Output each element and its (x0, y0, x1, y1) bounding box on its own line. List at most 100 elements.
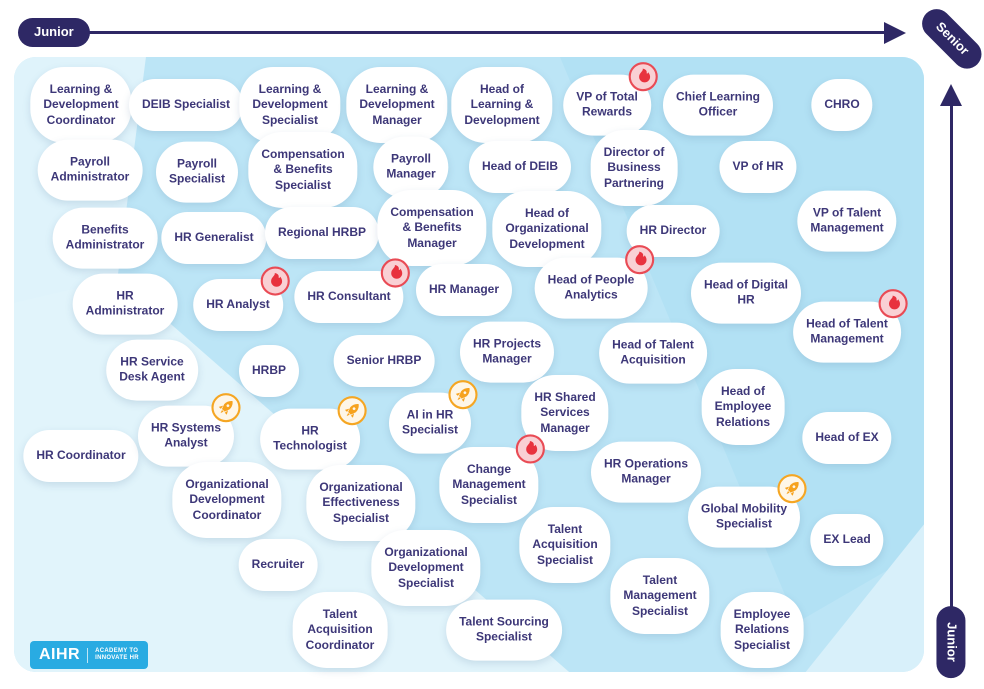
role-label: HR Projects Manager (472, 336, 542, 366)
role-pill: Head of People Analytics (534, 245, 654, 319)
role-pill: Regional HRBP (264, 207, 380, 259)
role-label: Talent Management Specialist (623, 572, 697, 618)
role-pill: Recruiter (238, 539, 318, 591)
role-label: Head of Talent Acquisition (612, 337, 694, 367)
role-label: Head of Employee Relations (714, 383, 772, 429)
role-label: HR Service Desk Agent (119, 354, 185, 384)
role-label: Compensation & Benefits Manager (390, 204, 474, 250)
role-pill: Change Management Specialist (439, 434, 546, 524)
role-pill: HR Generalist (161, 212, 267, 264)
role-label: AI in HR Specialist (401, 407, 459, 437)
role-label: HR Coordinator (36, 448, 126, 463)
role-pill: Head of Talent Acquisition (599, 322, 707, 384)
role-label: Head of EX (815, 430, 879, 445)
role-label: HR Generalist (174, 230, 254, 245)
role-pill: Benefits Administrator (52, 207, 158, 269)
role-label: HR Technologist (273, 423, 347, 453)
role-label: Head of Digital HR (703, 277, 789, 307)
role-label: Organizational Development Coordinator (185, 476, 269, 522)
rocket-icon (211, 393, 241, 423)
role-label: EX Lead (823, 532, 871, 547)
role-label: Global Mobility Specialist (701, 501, 787, 531)
role-pill: EX Lead (810, 514, 884, 566)
junior-badge-top-left: Junior (18, 18, 90, 47)
fire-icon (624, 245, 654, 275)
fire-icon (516, 434, 546, 464)
rocket-icon (337, 396, 367, 426)
role-pill: DEIB Specialist (128, 79, 244, 131)
role-pill: HR Projects Manager (459, 321, 555, 383)
role-label: HR Director (639, 223, 707, 238)
role-pill: HR Service Desk Agent (106, 339, 198, 401)
role-label: HRBP (251, 363, 287, 378)
role-pill: HR Analyst (193, 266, 290, 331)
role-pill: Organizational Development Specialist (371, 529, 481, 607)
role-pill: HR Technologist (260, 396, 367, 470)
axis-line-vertical (950, 103, 953, 613)
role-pill: HR Administrator (72, 273, 178, 335)
role-label: Learning & Development Specialist (252, 81, 328, 127)
role-label: Head of Learning & Development (464, 81, 540, 127)
role-pill: VP of Total Rewards (563, 62, 658, 136)
role-pill: Head of Talent Management (793, 289, 908, 363)
role-pill: Learning & Development Manager (346, 66, 448, 144)
role-pill: Director of Business Partnering (590, 129, 678, 207)
role-pill: CHRO (811, 79, 873, 131)
logo-divider (87, 647, 89, 663)
fire-icon (878, 289, 908, 319)
role-label: Talent Acquisition Coordinator (305, 606, 375, 652)
role-pill: Talent Acquisition Coordinator (292, 591, 388, 669)
role-pill: Learning & Development Coordinator (30, 66, 132, 144)
arrow-right-icon (884, 22, 906, 44)
role-pill: HRBP (238, 345, 300, 397)
role-pill: Global Mobility Specialist (688, 474, 807, 548)
aihr-logo-wordmark: AIHR (39, 646, 81, 663)
role-label: VP of Talent Management (810, 205, 884, 235)
role-pill: Talent Management Specialist (610, 557, 710, 635)
role-pill: Chief Learning Officer (662, 74, 774, 136)
role-label: Head of Talent Management (806, 316, 888, 346)
role-pill: VP of HR (719, 141, 797, 193)
role-label: HR Manager (428, 282, 500, 297)
role-pill: Learning & Development Specialist (239, 66, 341, 144)
role-label: HR Operations Manager (603, 456, 689, 486)
role-pill: Head of Digital HR (690, 262, 802, 324)
role-pill: HR Consultant (294, 258, 411, 323)
role-pill: Compensation & Benefits Manager (377, 189, 487, 267)
role-pill: Head of DEIB (468, 141, 572, 193)
role-label: Head of People Analytics (547, 272, 635, 302)
role-pill: HR Director (626, 205, 720, 257)
role-label: HR Analyst (206, 297, 270, 312)
role-label: HR Administrator (85, 288, 165, 318)
role-pill: Head of Employee Relations (701, 368, 785, 446)
role-pill: Talent Sourcing Specialist (446, 599, 562, 661)
role-label: Recruiter (251, 557, 305, 572)
role-pill: Compensation & Benefits Specialist (248, 131, 358, 209)
role-pill: Organizational Development Coordinator (172, 461, 282, 539)
role-pill: HR Systems Analyst (137, 393, 241, 467)
role-pill: Talent Acquisition Specialist (519, 506, 611, 584)
role-pill: Head of Organizational Development (492, 190, 602, 268)
role-pill: VP of Talent Management (797, 190, 897, 252)
role-label: VP of Total Rewards (576, 89, 638, 119)
role-label: Learning & Development Coordinator (43, 81, 119, 127)
role-label: HR Consultant (307, 289, 391, 304)
role-label: HR Shared Services Manager (534, 389, 596, 435)
role-pill: HR Coordinator (23, 430, 139, 482)
rocket-icon (777, 474, 807, 504)
role-label: Change Management Specialist (452, 461, 526, 507)
role-label: HR Systems Analyst (150, 420, 222, 450)
aihr-logo-tagline: ACADEMY TO INNOVATE HR (95, 647, 139, 662)
role-pill: Senior HRBP (333, 335, 435, 387)
role-label: Senior HRBP (346, 353, 422, 368)
role-label: Head of DEIB (481, 159, 559, 174)
role-label: Head of Organizational Development (505, 205, 589, 251)
role-label: Payroll Administrator (50, 154, 130, 184)
role-pill: HR Operations Manager (590, 441, 702, 503)
role-label: Organizational Development Specialist (384, 544, 468, 590)
rocket-icon (448, 380, 478, 410)
arrow-up-icon (940, 84, 962, 106)
aihr-logo: AIHR ACADEMY TO INNOVATE HR (30, 641, 148, 669)
role-label: Talent Acquisition Specialist (532, 521, 598, 567)
